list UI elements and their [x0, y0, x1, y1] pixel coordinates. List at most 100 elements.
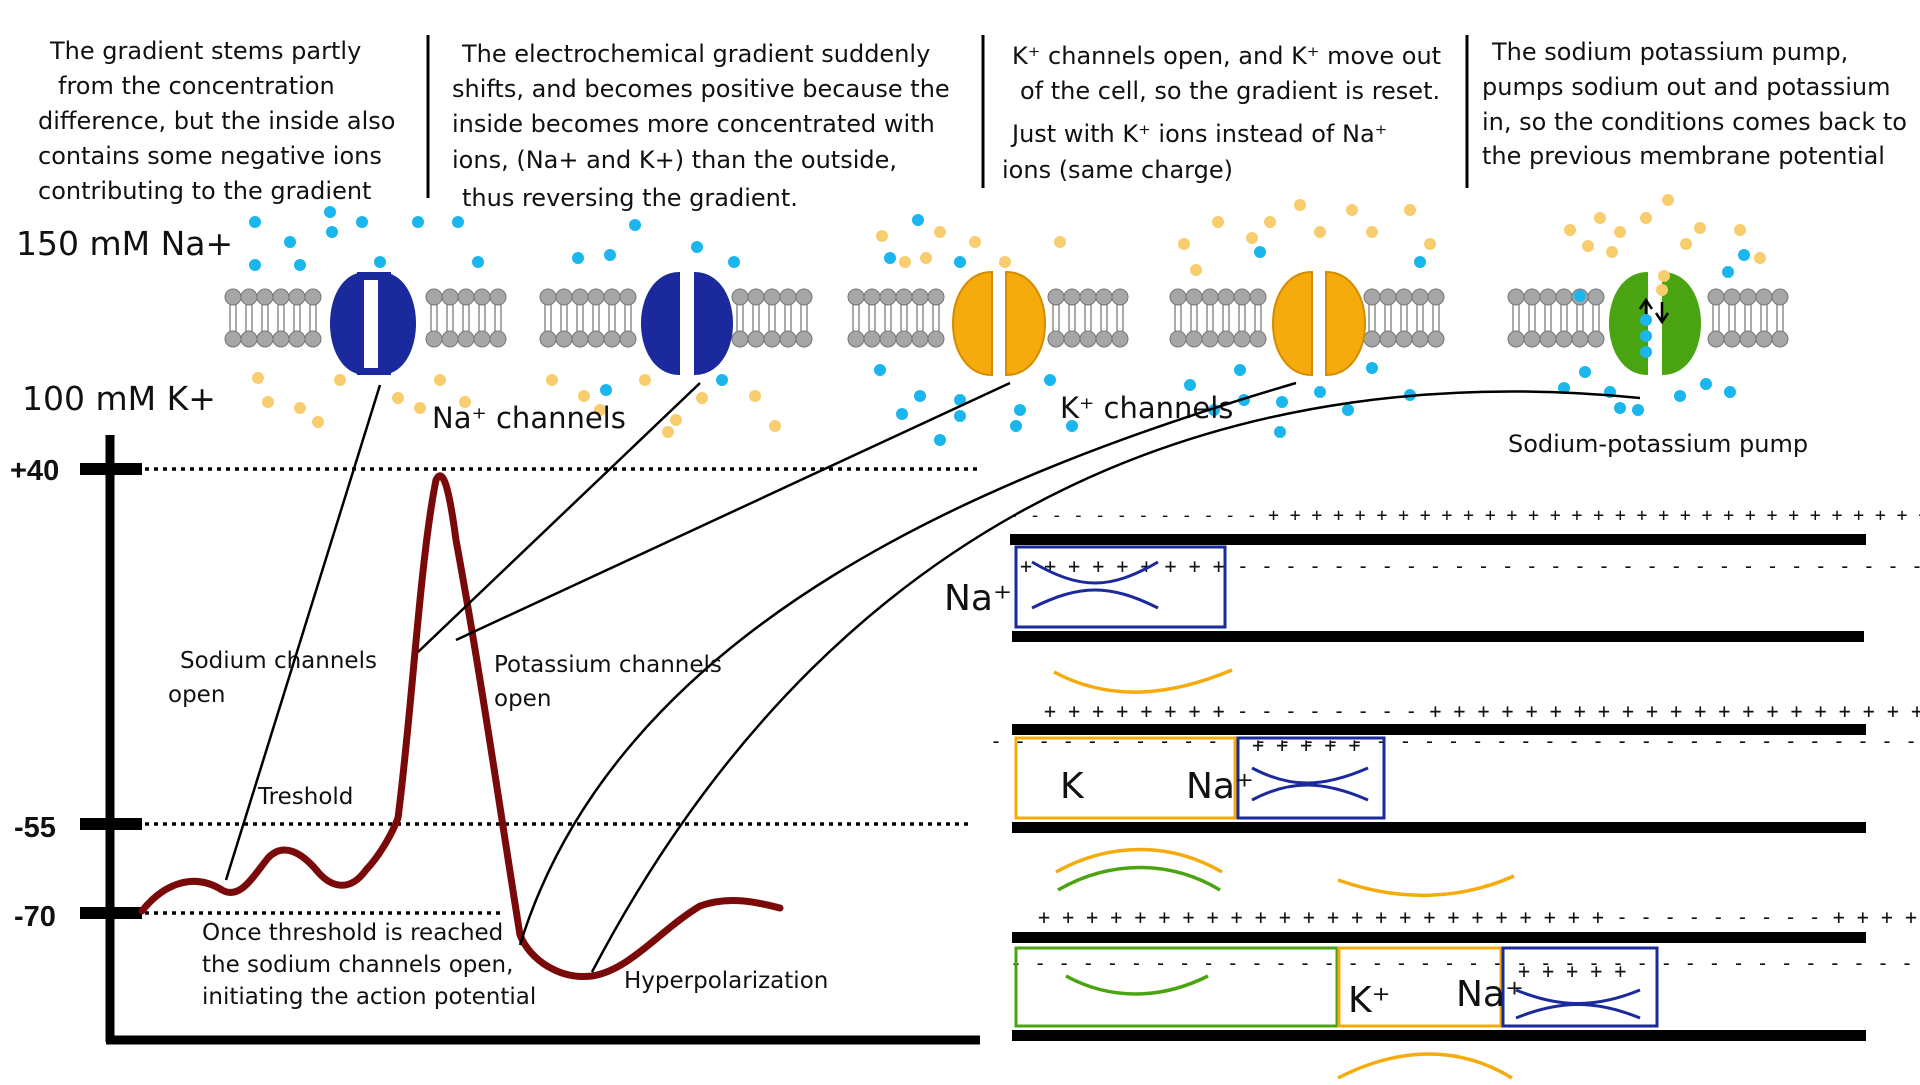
na-channels-label: Na⁺ channels [432, 401, 626, 435]
lipid-head [1095, 288, 1113, 306]
lipid-head [1739, 288, 1757, 306]
lipid-head [256, 330, 274, 348]
axon-panels: - - - - - - - - - - - - + + + + + + + + … [944, 505, 1920, 1080]
lipid-head [473, 330, 491, 348]
lipid-head [1411, 330, 1429, 348]
once-threshold-label: Once threshold is reached [202, 920, 503, 946]
potassium-ion [262, 396, 274, 408]
axon-panel-2: + + + + + + + + - - - - - - - - + + + + … [990, 699, 1920, 897]
lipid-head [779, 288, 797, 306]
lipid-bilayer-segment [1707, 288, 1789, 348]
lipid-head [1507, 330, 1525, 348]
sodium-ion [1722, 266, 1734, 278]
sodium-ion [1010, 420, 1022, 432]
sodium-ion [1574, 290, 1586, 302]
lipid-head [747, 330, 765, 348]
lipid-head [1571, 330, 1589, 348]
k-channel-open [1272, 270, 1366, 377]
membrane-row [224, 288, 1789, 348]
sodium-ion [914, 390, 926, 402]
channel-left-half [1272, 270, 1313, 377]
lipid-head [1395, 330, 1413, 348]
lipid-head [1555, 288, 1573, 306]
lipid-head [1755, 288, 1773, 306]
potassium-ion [1264, 216, 1276, 228]
caption-line: The sodium potassium pump, [1491, 38, 1848, 66]
channel-right-half [1005, 270, 1046, 377]
lipid-bilayer-segment [224, 288, 322, 348]
lipid-head [272, 288, 290, 306]
axon-panel-3: + + + + + + + + + + + + + + + + + + + + … [1010, 905, 1920, 1080]
axon-membrane-top [1010, 534, 1866, 545]
sodium-ion [284, 236, 296, 248]
lipid-head [1755, 330, 1773, 348]
lipid-head [1079, 330, 1097, 348]
potassium-ion [1294, 199, 1306, 211]
lipid-head [288, 288, 306, 306]
sodium-ion [1700, 378, 1712, 390]
potassium-ion [578, 390, 590, 402]
sodium-ion [452, 216, 464, 228]
lipid-head [603, 330, 621, 348]
lipid-head [1723, 330, 1741, 348]
lipid-head [731, 330, 749, 348]
sodium-ion [896, 408, 908, 420]
sodium-ion [1640, 314, 1652, 326]
lipid-head [1379, 330, 1397, 348]
lipid-head [1723, 288, 1741, 306]
lipid-head [731, 288, 749, 306]
sodium-ion [629, 219, 641, 231]
lipid-head [256, 288, 274, 306]
lipid-head [1201, 288, 1219, 306]
potassium-ion [1178, 238, 1190, 250]
potassium-ion [1564, 224, 1576, 236]
charge-marks: - - - - - - - - - - - - - - - - - - - - … [990, 729, 1920, 753]
arrow-down-head [1654, 312, 1670, 325]
lipid-head [1079, 288, 1097, 306]
lipid-head [1185, 288, 1203, 306]
caption-line: difference, but the inside also [38, 107, 395, 135]
lipid-head [1363, 288, 1381, 306]
potassium-ion [252, 372, 264, 384]
potassium-ion [899, 256, 911, 268]
lipid-head [863, 330, 881, 348]
sodium-ion [1579, 366, 1591, 378]
potassium-ion [1054, 236, 1066, 248]
sodium-ion [324, 206, 336, 218]
potassium-ion [934, 226, 946, 238]
lipid-head [1587, 330, 1605, 348]
lipid-head [1233, 288, 1251, 306]
caption-line: inside becomes more concentrated with [452, 110, 935, 138]
potassium-ion [1640, 212, 1652, 224]
axon-membrane-bottom [1012, 1030, 1866, 1041]
lipid-bilayer-segment [539, 288, 637, 348]
sodium-ion [1674, 390, 1686, 402]
lipid-head [539, 288, 557, 306]
lipid-head [863, 288, 881, 306]
lipid-head [1707, 330, 1725, 348]
potassium-ion [1614, 226, 1626, 238]
caption-line: pumps sodium out and potassium [1482, 73, 1891, 101]
channel-left-half [641, 272, 680, 375]
potassium-ion [294, 402, 306, 414]
potassium-ion [1314, 226, 1326, 238]
lipid-head [879, 330, 897, 348]
lipid-head [1063, 288, 1081, 306]
lipid-head [1395, 288, 1413, 306]
potassium-ion [1658, 270, 1670, 282]
lipid-bilayer-segment [1169, 288, 1267, 348]
lipid-head [1507, 288, 1525, 306]
connector-line [590, 390, 1641, 973]
lipid-head [1379, 288, 1397, 306]
caption-3: K⁺ channels open, and K⁺ move out of the… [1002, 42, 1441, 184]
lipid-head [603, 288, 621, 306]
k-concentration-label: 100 mM K+ [22, 379, 216, 418]
tick-mark [80, 907, 142, 919]
sodium-ion [716, 374, 728, 386]
lipid-head [1739, 330, 1757, 348]
potassium-ion [312, 416, 324, 428]
caption-line: K⁺ channels open, and K⁺ move out [1012, 42, 1441, 70]
lipid-head [425, 288, 443, 306]
